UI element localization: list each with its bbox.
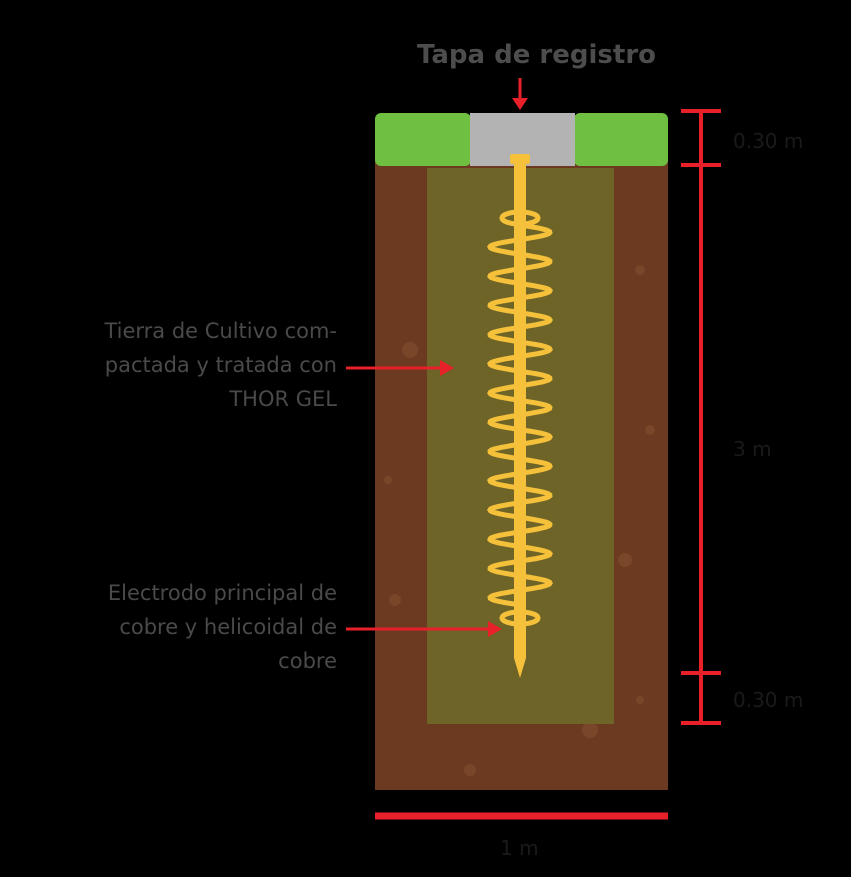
grass-right — [574, 113, 668, 166]
vertical-dimension — [681, 109, 721, 725]
grass-left — [375, 113, 471, 166]
helical-coil — [486, 222, 554, 608]
soil-label-line-1: Tierra de Cultivo com- — [104, 319, 337, 343]
electrode-label-line-2: cobre y helicoidal de — [119, 615, 337, 639]
coil-bottom-ring — [499, 609, 541, 627]
soil-label-line-3: THOR GEL — [229, 387, 337, 411]
dimension-bottom: 0.30 m — [733, 688, 804, 712]
soil-arrow-head — [440, 360, 454, 376]
electrode-arrow-head — [488, 621, 502, 637]
diagram-title: Tapa de registro — [417, 40, 657, 70]
electrode-cap — [510, 154, 530, 164]
dimension-middle: 3 m — [733, 437, 772, 461]
dimension-top: 0.30 m — [733, 129, 804, 153]
soil-label: Tierra de Cultivo com- pactada y tratada… — [104, 314, 337, 416]
electrode-tip — [514, 658, 526, 678]
electrode-label-line-1: Electrodo principal de — [107, 581, 337, 605]
electrode-rod — [514, 158, 526, 658]
coil-top-ring — [499, 209, 541, 227]
soil-label-line-2: pactada y tratada con — [104, 353, 337, 377]
title-arrow-head — [512, 98, 528, 110]
electrode-label: Electrodo principal de cobre y helicoida… — [108, 576, 337, 678]
soil-texture — [384, 265, 655, 776]
dimension-width: 1 m — [500, 836, 539, 860]
electrode-label-line-3: cobre — [278, 649, 337, 673]
